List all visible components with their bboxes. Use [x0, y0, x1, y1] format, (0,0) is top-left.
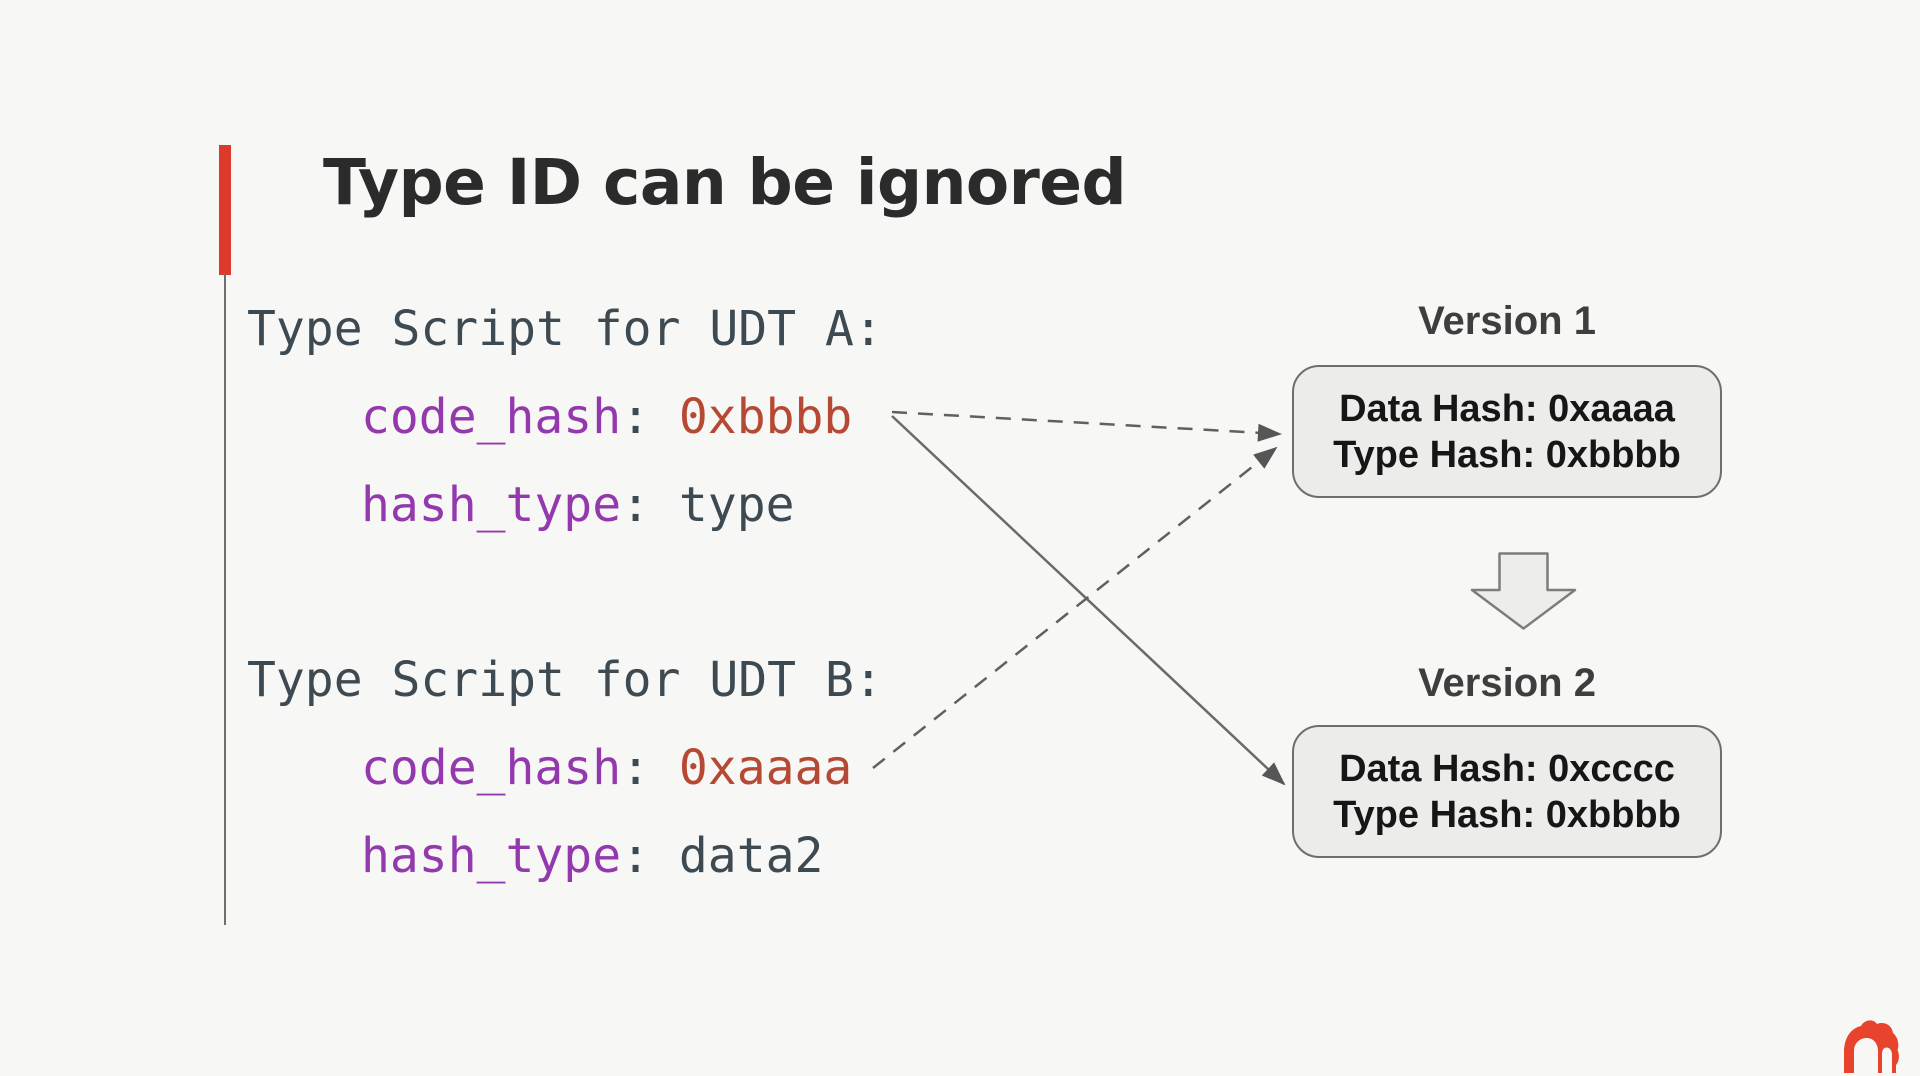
title-accent-bar — [219, 145, 231, 275]
code-colon: : — [621, 740, 679, 796]
code-key: code_hash — [361, 740, 622, 796]
code-value: data2 — [678, 828, 824, 884]
version-2-label: Version 2 — [1418, 661, 1596, 705]
code-value: 0xbbbb — [678, 389, 853, 445]
code-value: type — [678, 477, 795, 533]
version-1-label: Version 1 — [1418, 299, 1596, 343]
version-1-data-hash: Data Hash: 0xaaaa — [1339, 387, 1675, 430]
version-2-box: Data Hash: 0xcccc Type Hash: 0xbbbb — [1292, 725, 1722, 858]
code-value: 0xaaaa — [678, 740, 853, 796]
code-key: hash_type — [361, 477, 622, 533]
code-colon: : — [621, 828, 679, 884]
dashed-arrow-aaaa-to-version1 — [872, 446, 1278, 769]
vertical-rule — [224, 273, 226, 925]
code-line-hash-type-b: hash_type: data2 — [247, 812, 883, 900]
down-arrow-icon — [1470, 552, 1577, 630]
code-colon: : — [621, 477, 679, 533]
code-block-udt-a: Type Script for UDT A: code_hash: 0xbbbb… — [247, 285, 883, 549]
red-gorilla-logo-icon — [1844, 1020, 1899, 1073]
solid-arrow-bbbb-to-version2 — [891, 415, 1286, 786]
page-title: Type ID can be ignored — [323, 146, 1127, 219]
code-key: hash_type — [361, 828, 622, 884]
version-2-data-hash: Data Hash: 0xcccc — [1339, 747, 1675, 790]
code-line-hash-type-a: hash_type: type — [247, 461, 883, 549]
version-1-type-hash: Type Hash: 0xbbbb — [1333, 433, 1681, 476]
code-key: code_hash — [361, 389, 622, 445]
dashed-arrow-bbbb-to-version1 — [891, 410, 1282, 442]
code-colon: : — [621, 389, 679, 445]
code-block-udt-b: Type Script for UDT B: code_hash: 0xaaaa… — [247, 636, 883, 900]
code-line-code-hash-a: code_hash: 0xbbbb — [247, 373, 883, 461]
version-1-box: Data Hash: 0xaaaa Type Hash: 0xbbbb — [1292, 365, 1722, 498]
code-header-udt-a: Type Script for UDT A: — [247, 301, 883, 357]
code-header-udt-b: Type Script for UDT B: — [247, 652, 883, 708]
version-2-type-hash: Type Hash: 0xbbbb — [1333, 793, 1681, 836]
code-line-code-hash-b: code_hash: 0xaaaa — [247, 724, 883, 812]
